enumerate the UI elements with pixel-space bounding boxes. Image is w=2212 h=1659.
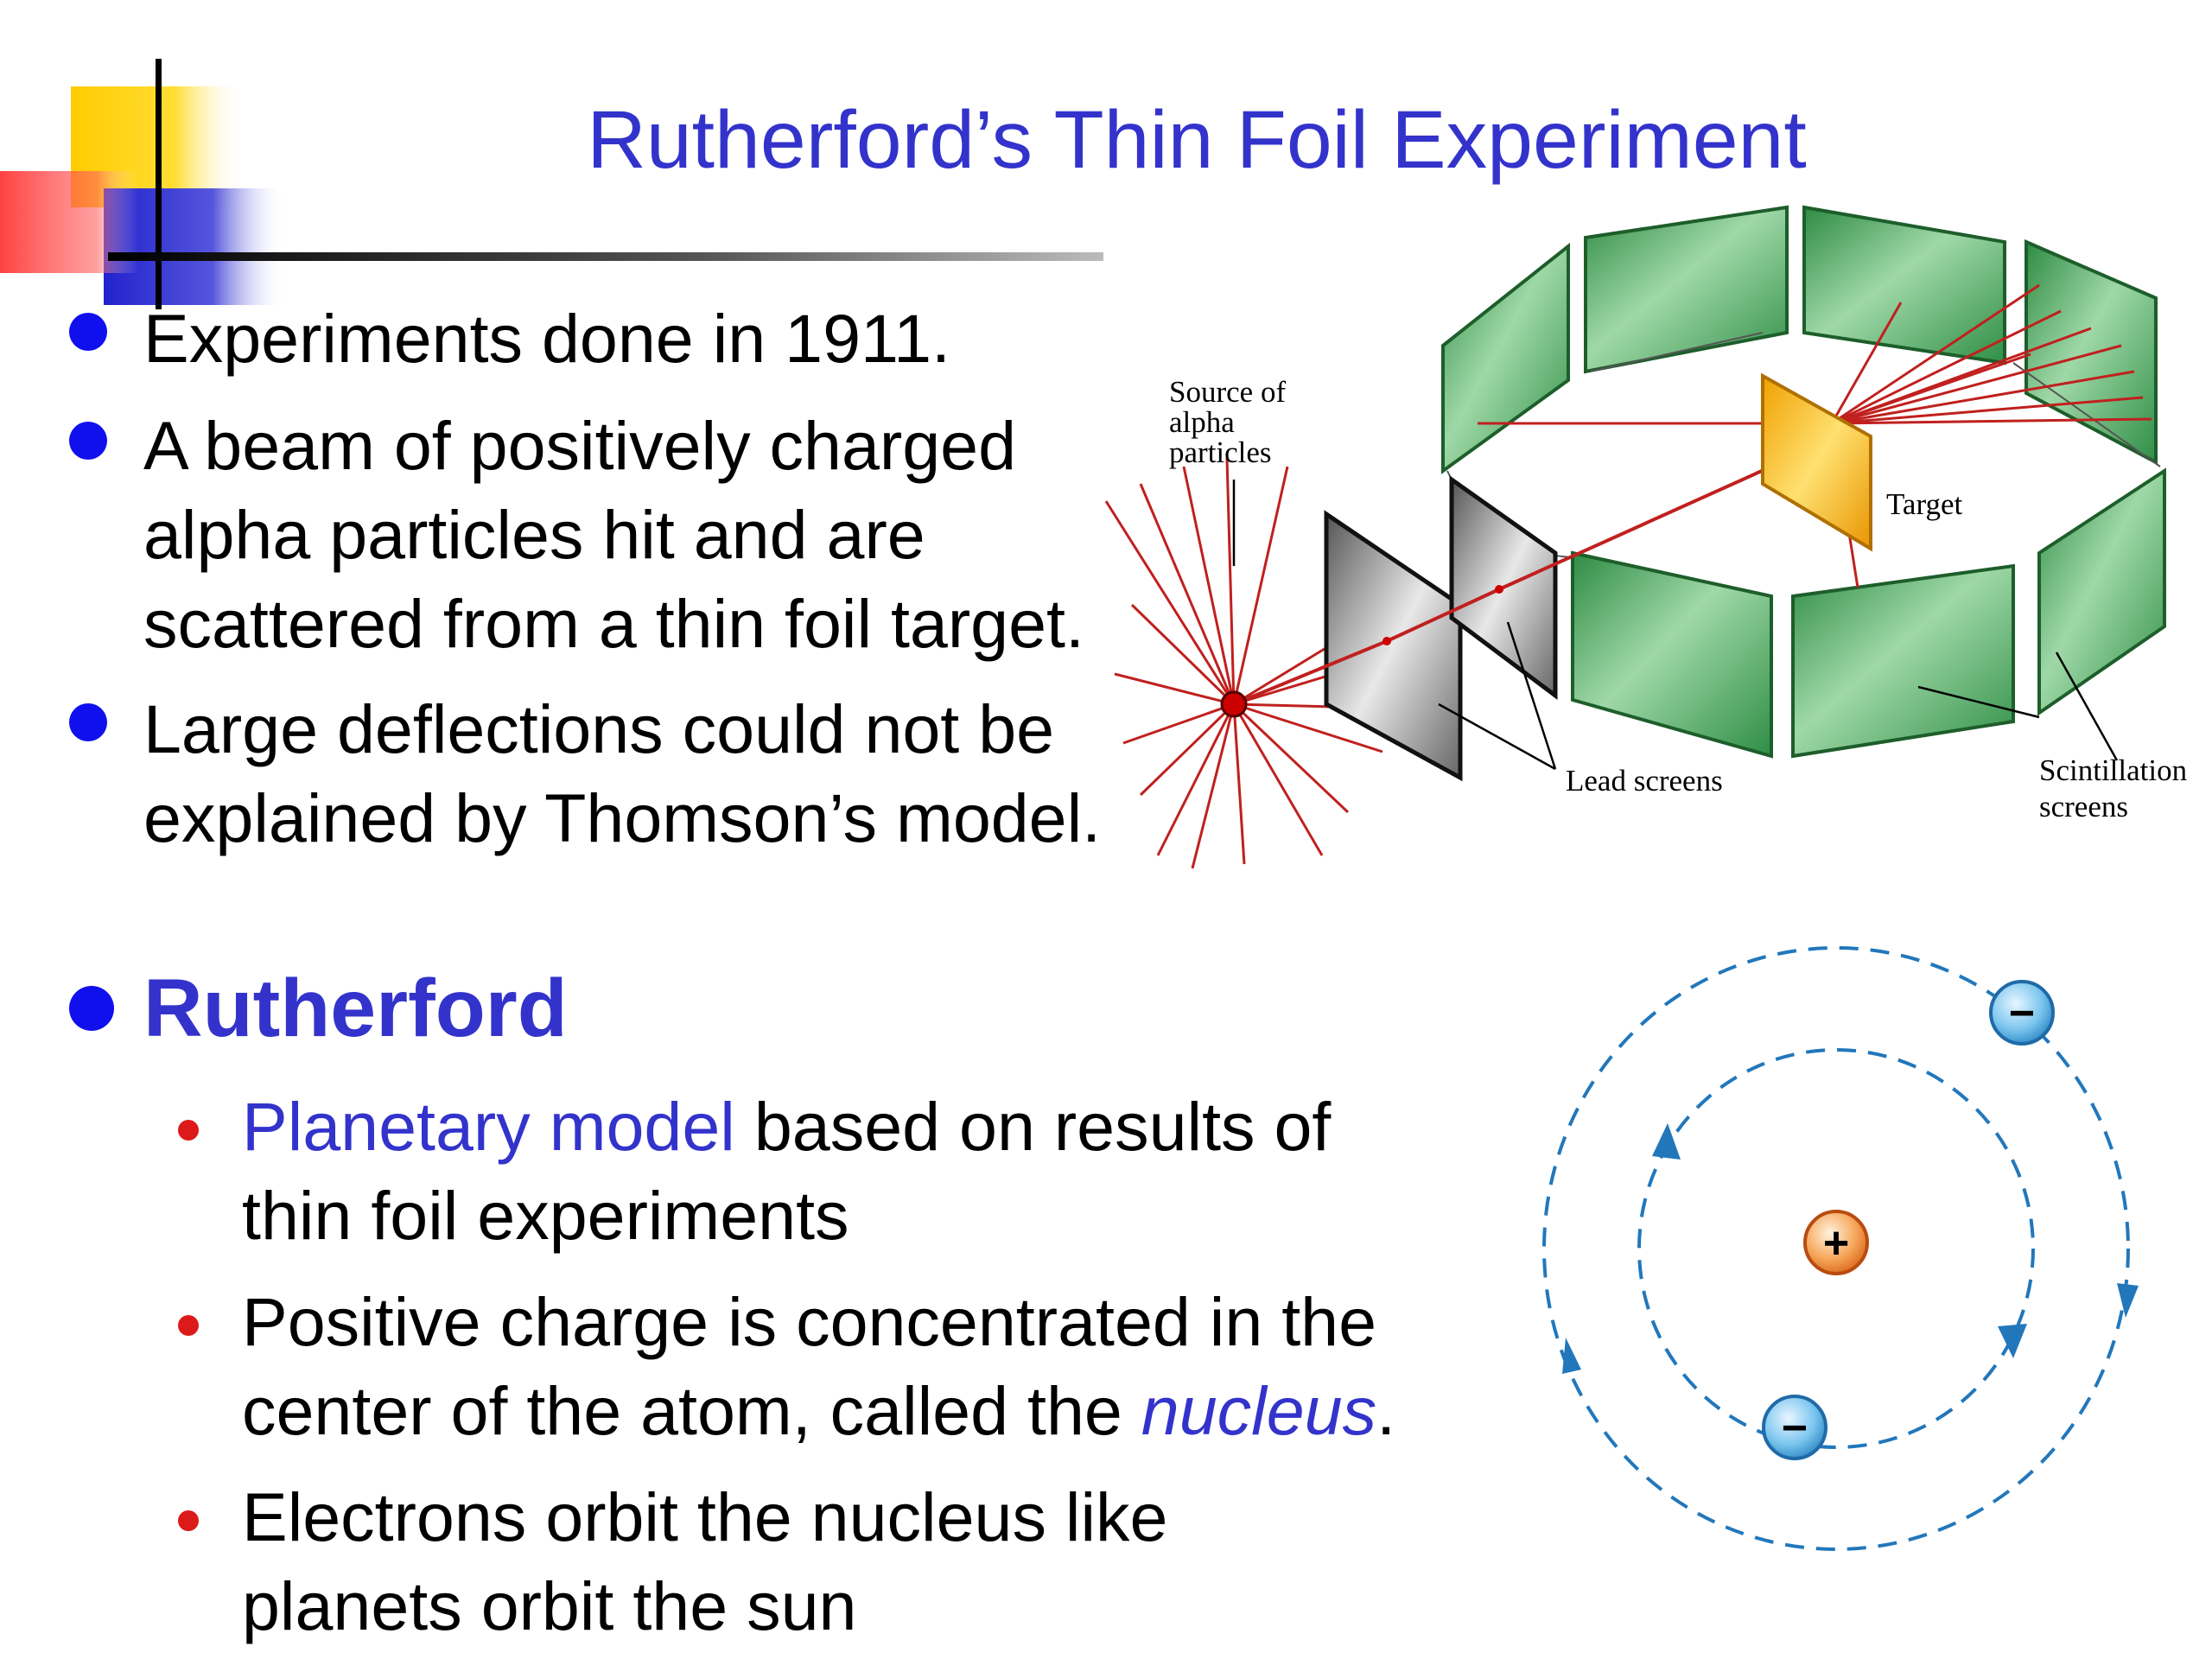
bullet-2-line-3: scattered from a thin foil target.	[143, 585, 1084, 662]
sub-bullet-dot	[178, 1315, 199, 1336]
nucleus-emphasis: nucleus	[1141, 1372, 1377, 1449]
section-heading: Rutherford	[143, 963, 568, 1054]
plus-sign: +	[1823, 1218, 1849, 1268]
orbit-arrows	[1562, 1123, 2139, 1374]
source-label-3: particles	[1169, 435, 1272, 469]
target-foil	[1761, 372, 1872, 552]
sub-bullet-3-line-2: planets orbit the sun	[242, 1567, 857, 1644]
bullet-dot	[69, 422, 107, 460]
source-label-2: alpha	[1169, 405, 1235, 439]
sub-bullet-2-line-2: center of the atom, called the nucleus.	[242, 1366, 1395, 1455]
atom-diagram: + − −	[1521, 933, 2160, 1564]
bullet-2-line-2: alpha particles hit and are	[143, 496, 925, 573]
sub-bullet-1-rest: based on results of	[734, 1088, 1332, 1165]
bullet-1: Experiments done in 1911.	[143, 300, 950, 377]
experiment-diagram: Source of alpha particles Target Lead sc…	[1089, 190, 2212, 899]
planetary-model-highlight: Planetary model	[242, 1088, 735, 1165]
minus-sign: −	[2009, 988, 2035, 1039]
electron-inner: −	[1762, 1395, 1827, 1460]
corner-decoration	[0, 0, 1123, 311]
bullet-2-line-1: A beam of positively charged	[143, 407, 1017, 484]
alpha-rays	[1104, 457, 1401, 869]
sub-bullet-3-line-1: Electrons orbit the nucleus like	[242, 1478, 1168, 1555]
bullet-dot	[69, 313, 107, 351]
scintillation-screens	[1441, 205, 2166, 759]
sub-bullet-2-prefix: center of the atom, called the	[242, 1372, 1141, 1449]
lead-screens	[1324, 475, 1558, 782]
nucleus-proton: +	[1803, 1210, 1869, 1275]
scintillation-label-1: Scintillation	[2039, 753, 2187, 787]
sub-bullet-1-line-1: Planetary model based on results of	[242, 1082, 1331, 1171]
target-label: Target	[1886, 487, 1963, 521]
sub-bullet-2-line-1: Positive charge is concentrated in the	[242, 1283, 1377, 1360]
sub-bullet-2-suffix: .	[1376, 1372, 1396, 1449]
sub-bullet-dot	[178, 1510, 199, 1531]
scintillation-label-2: screens	[2039, 790, 2128, 823]
orbit-lines	[1542, 946, 2130, 1551]
sub-bullet-dot	[178, 1120, 199, 1141]
slide-title: Rutherford’s Thin Foil Experiment	[587, 94, 1807, 186]
sub-bullet-1-line-2: thin foil experiments	[242, 1177, 849, 1254]
bullet-3-line-2: explained by Thomson’s model.	[143, 779, 1102, 856]
electron-outer: −	[1989, 980, 2055, 1046]
bullet-dot	[69, 986, 114, 1031]
bullet-dot	[69, 703, 107, 741]
bullet-3-line-1: Large deflections could not be	[143, 690, 1055, 767]
minus-sign: −	[1782, 1403, 1808, 1453]
source-label-1: Source of	[1169, 375, 1286, 409]
lead-screens-label: Lead screens	[1566, 764, 1723, 798]
